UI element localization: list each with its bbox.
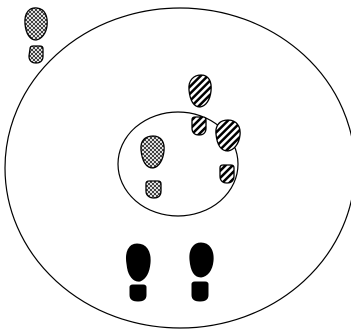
solid-footprint-right <box>190 243 213 301</box>
crosshatch-footprint-top-left <box>25 8 47 63</box>
solid-footprint-left <box>126 244 150 301</box>
crosshatch-footprint-inner-circle <box>141 136 164 198</box>
outer-ring <box>5 8 351 328</box>
diagonal-footprint-upper-center <box>189 75 211 135</box>
